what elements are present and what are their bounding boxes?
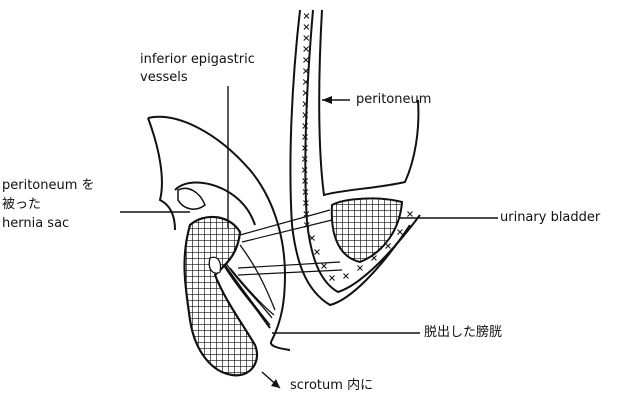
label-hernia-sac-1: peritoneum を <box>2 178 95 194</box>
stitch-mark <box>330 276 335 281</box>
stitch-mark <box>408 212 413 217</box>
arrow-peritoneum <box>322 96 332 104</box>
label-prolapsed-bladder: 脱出した膀胱 <box>424 325 502 341</box>
label-inferior-epigastric-1: inferior epigastric <box>140 52 255 68</box>
stitch-mark <box>344 274 349 279</box>
stitch-mark <box>315 250 320 255</box>
label-urinary-bladder: urinary bladder <box>500 210 600 226</box>
stitch-mark <box>304 36 309 41</box>
label-scrotum: scrotum 内に <box>290 378 373 394</box>
stitch-mark <box>358 266 363 271</box>
stitch-mark <box>304 14 309 19</box>
stitch-mark <box>322 264 327 269</box>
label-hernia-sac-3: hernia sac <box>2 216 69 232</box>
label-inferior-epigastric-2: vessels <box>140 70 188 86</box>
stitch-mark <box>398 230 403 235</box>
label-hernia-sac-2: 被った <box>2 197 41 213</box>
stitch-mark <box>304 25 309 30</box>
label-peritoneum: peritoneum <box>356 92 431 108</box>
stitch-mark <box>304 47 309 52</box>
stitch-mark <box>386 244 391 249</box>
stitch-mark <box>303 58 308 63</box>
